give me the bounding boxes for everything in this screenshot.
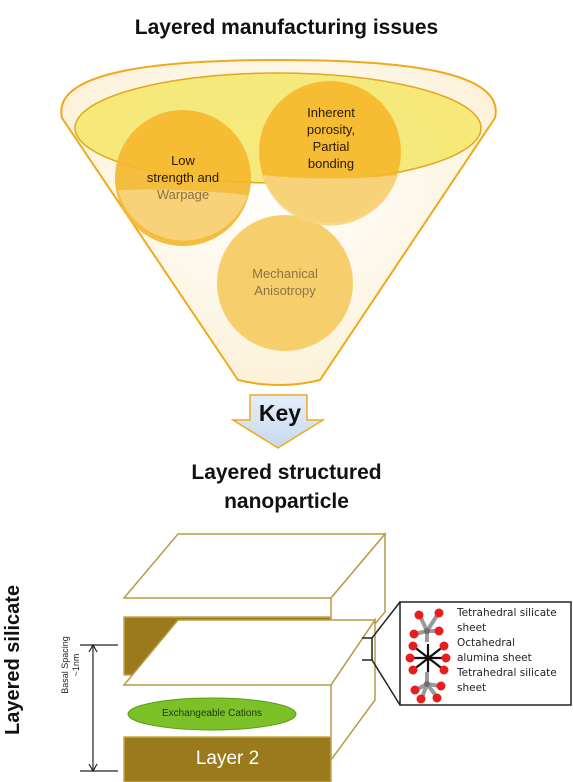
layer1-label: Layer 1 [195,634,260,655]
issue-label-porosity: Inherent porosity, Partial bonding [276,104,386,172]
issue-circle-anisotropy [217,215,353,351]
issue-anisotropy-line2: Anisotropy [254,283,316,298]
issue-label-anisotropy: Mechanical Anisotropy [230,265,340,299]
diagram-title: Layered manufacturing issues [134,16,439,39]
molecule-structure [405,608,451,704]
legend-tetrahedral-top: Tetrahedral silicate [457,607,557,619]
issue-porosity-line3: Partial [312,139,350,154]
basal-line1: Basal Spacing [60,636,70,694]
basal-spacing-marker [80,643,118,773]
issue-strength-line3: Warpage [156,187,210,202]
legend-tetrahedral-bottom-sheet: sheet [457,682,487,694]
issue-porosity-line2: porosity, [306,122,356,137]
zoom-connector [362,601,401,706]
cations-ellipse [127,697,297,731]
zoom-legend: Tetrahedral silicate sheet Octahedral al… [457,606,571,696]
cations-label: Exchangeable Cations [161,708,263,719]
legend-tetrahedral-bottom: Tetrahedral silicate [457,667,557,679]
subtitle-line1: Layered structured [191,461,382,484]
issue-strength-line2: strength and [146,170,220,185]
issue-porosity-line1: Inherent [307,105,355,120]
issue-porosity-line4: bonding [307,156,355,171]
basal-line2: ~1nm [71,653,81,677]
basal-spacing-label: Basal Spacing ~1nm [60,620,82,710]
down-arrow [230,394,326,449]
arrow-label: Key [258,400,302,426]
issue-anisotropy-line1: Mechanical [252,266,318,281]
lower-slab [122,617,377,763]
layered-silicate-label: Layered silicate [2,584,24,735]
layer2-label: Layer 2 [195,748,260,769]
subtitle-line2: nanoparticle [224,490,349,513]
legend-octahedral: Octahedral [457,637,516,649]
issue-strength-line1: Low [171,153,195,168]
issue-label-strength: Low strength and Warpage [128,152,238,203]
legend-octahedral-sheet: alumina sheet [457,652,532,664]
subtitle: Layered structured nanoparticle [0,458,573,516]
legend-tetrahedral-top-sheet: sheet [457,622,487,634]
layer2-bar [123,736,332,782]
